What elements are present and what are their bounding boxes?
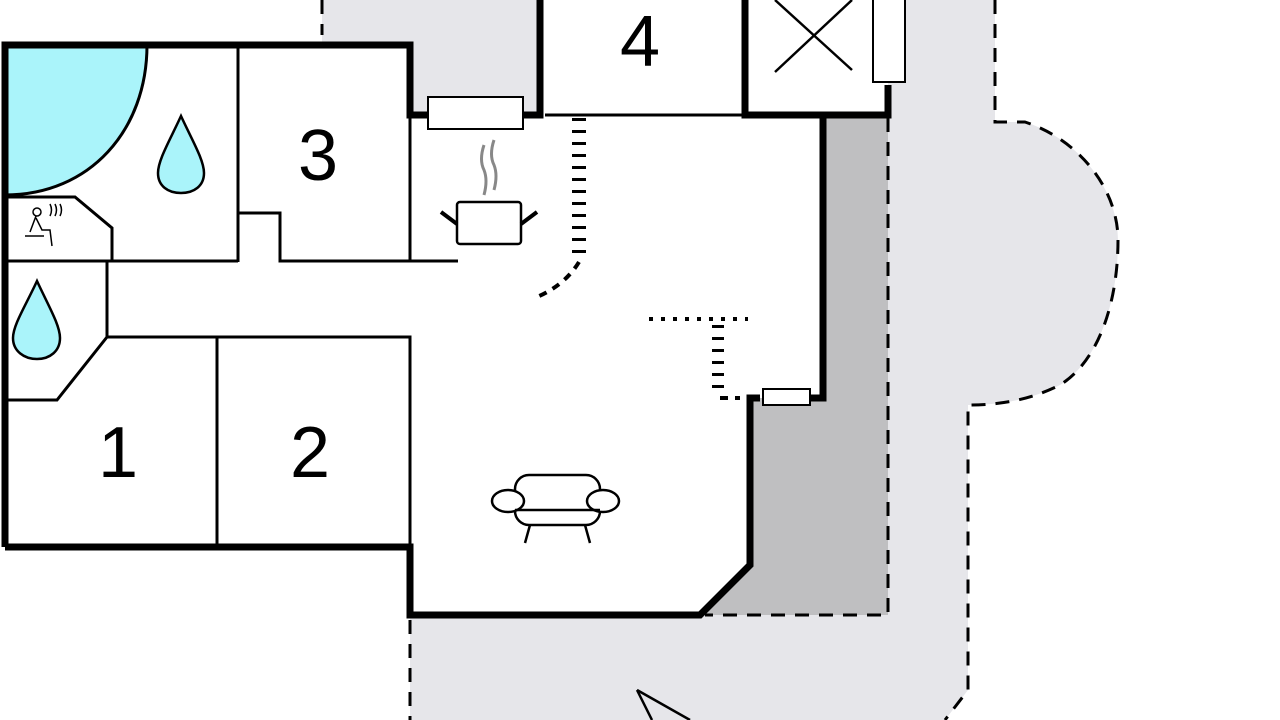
sofa-icon	[490, 473, 621, 544]
terrace-edges	[320, 0, 1120, 720]
covered-terrace	[700, 115, 888, 615]
compass-arrow-icon	[635, 688, 691, 720]
water-drop-icon	[156, 113, 206, 195]
room-4-label: 4	[620, 2, 660, 82]
window-icon	[872, 0, 906, 83]
sauna-icon	[25, 203, 63, 247]
ceiling-lines	[536, 118, 748, 400]
terrace-top	[322, 0, 540, 115]
exterior-walls	[1, 0, 892, 619]
void-cross-icon	[774, 0, 853, 73]
window-icon	[762, 388, 811, 406]
room-3-label: 3	[298, 116, 338, 196]
room-1-label: 1	[98, 413, 138, 493]
terrace-right	[410, 0, 1118, 720]
interior-walls	[5, 45, 745, 547]
cooking-pot-icon	[439, 139, 539, 246]
room-2-label: 2	[290, 413, 330, 493]
building-floor	[5, 0, 888, 615]
water-drop-icon	[11, 278, 62, 361]
window-icon	[427, 96, 524, 130]
pool-icon	[3, 43, 149, 197]
